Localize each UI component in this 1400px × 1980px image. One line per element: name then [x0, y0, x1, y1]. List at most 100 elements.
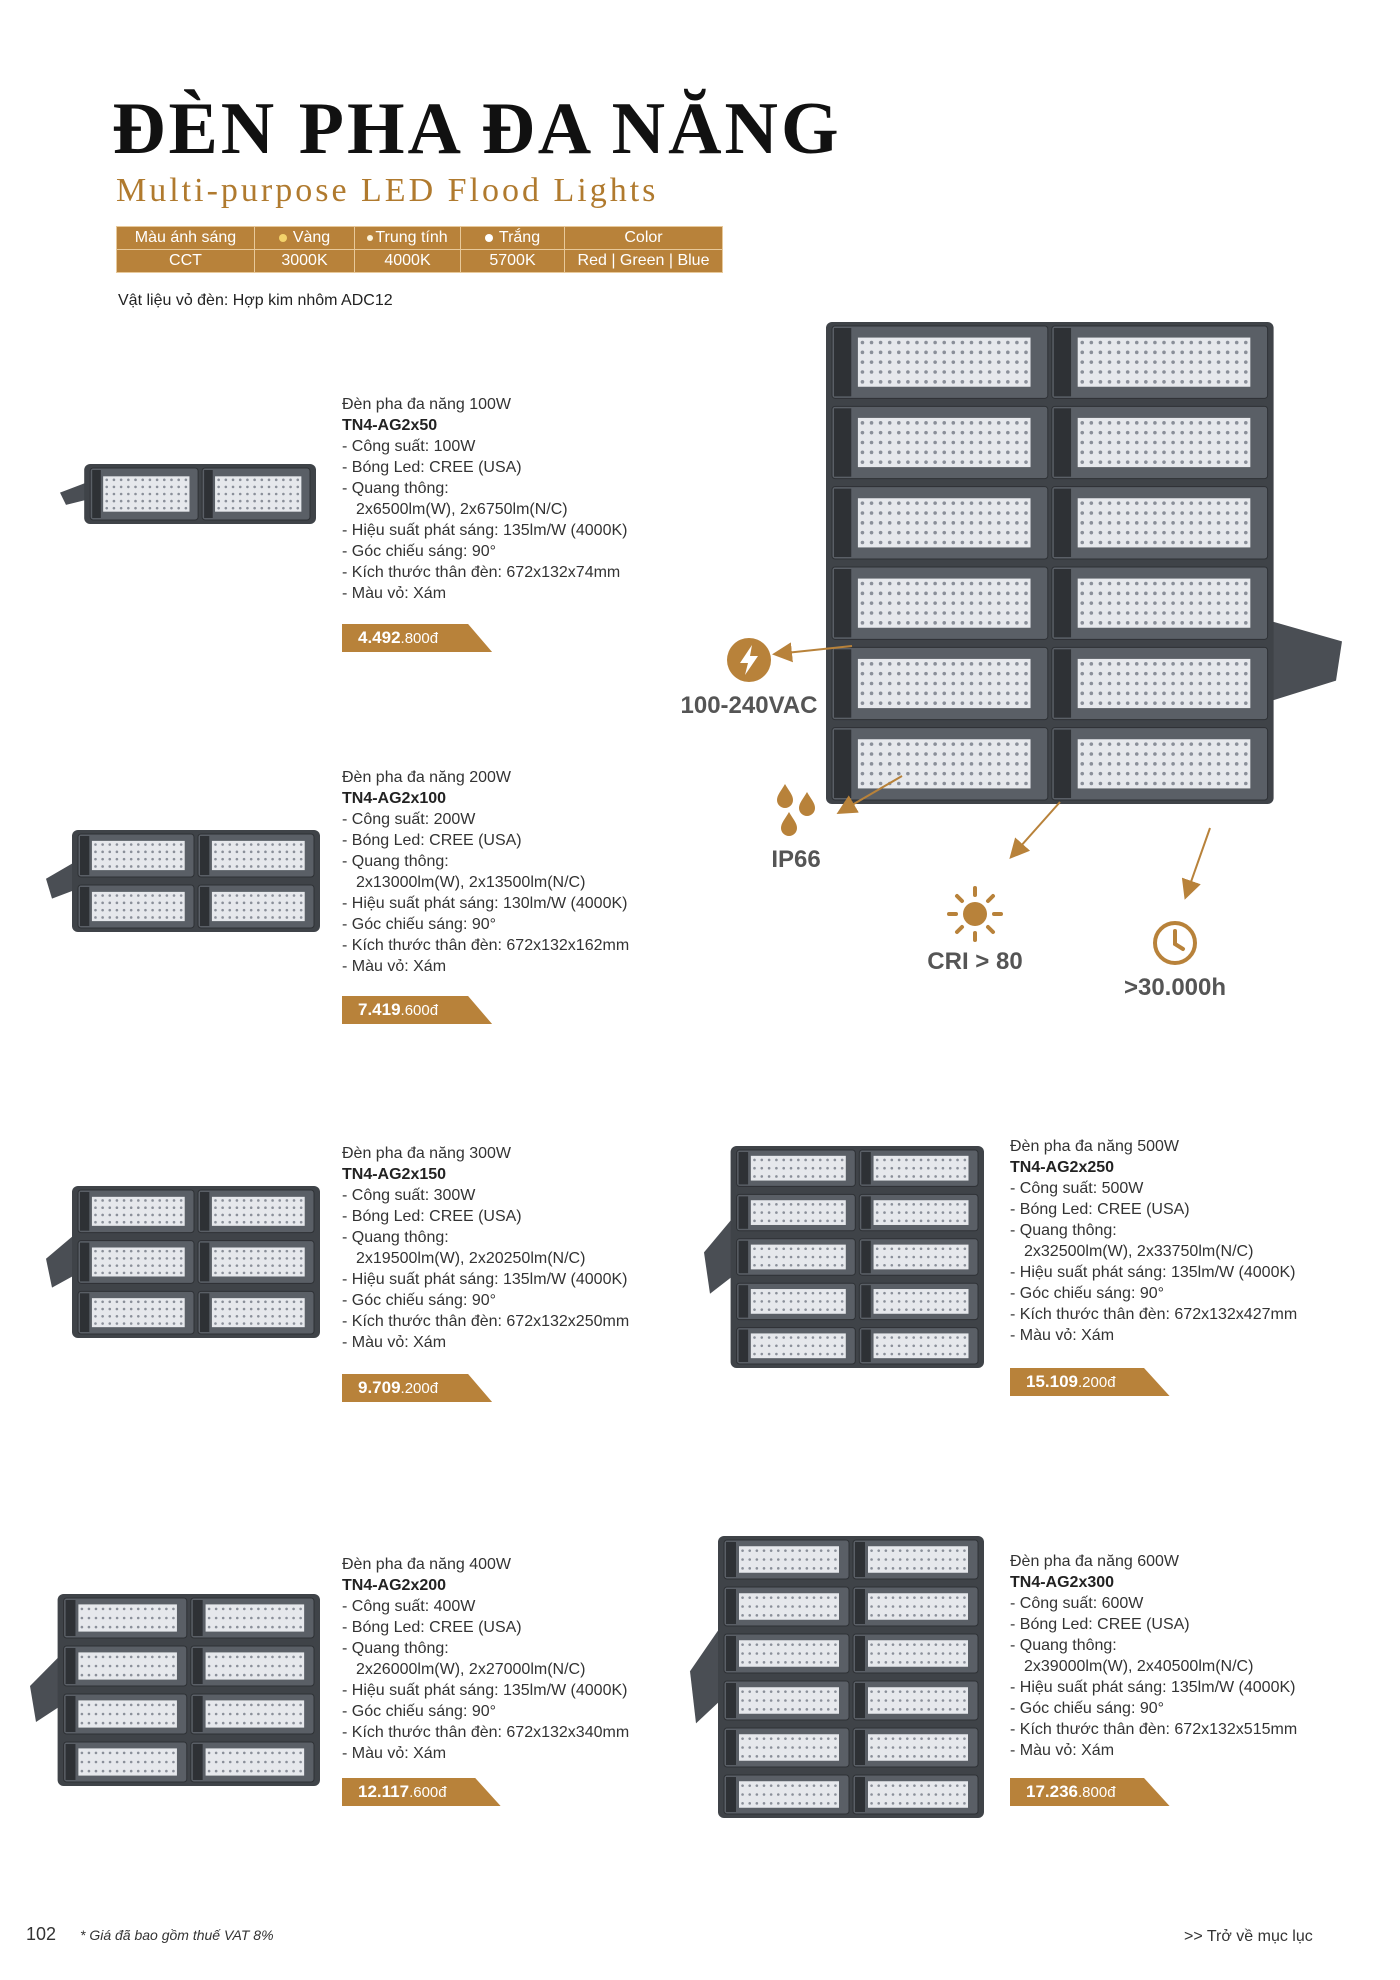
warm-dot-icon	[278, 233, 287, 242]
neutral-dot-icon	[367, 234, 374, 241]
spec-line: - Màu vỏ: Xám	[342, 1334, 447, 1351]
spec-line: - Góc chiếu sáng: 90°	[1010, 1285, 1165, 1302]
spec-line: - Màu vỏ: Xám	[1010, 1327, 1115, 1344]
product-image-100w	[58, 460, 320, 528]
product-name: Đèn pha đa năng 400W	[342, 1556, 512, 1573]
price-tag-100w: 4.492.800đ	[342, 624, 493, 652]
spec-line: - Công suất: 600W	[1010, 1595, 1144, 1612]
spec-line: 2x32500lm(W), 2x33750lm(N/C)	[1024, 1243, 1254, 1260]
lightning-icon	[727, 638, 771, 682]
product-image-600w	[688, 1532, 988, 1822]
spec-line: - Kích thước thân đèn: 672x132x250mm	[342, 1313, 630, 1330]
product-code: TN4-AG2x100	[342, 790, 447, 807]
spec-line: - Kích thước thân đèn: 672x132x427mm	[1010, 1306, 1298, 1323]
product-image-300w	[44, 1182, 324, 1342]
spec-line: - Bóng Led: CREE (USA)	[342, 832, 522, 849]
hero-product-image	[826, 318, 1346, 808]
spec-line: - Quang thông:	[342, 853, 449, 870]
spec-line: - Kích thước thân đèn: 672x132x340mm	[342, 1724, 630, 1741]
spec-line: - Công suất: 200W	[342, 811, 476, 828]
product-image-200w	[44, 826, 324, 936]
cct-table: Màu ánh sáng Vàng Trung tính Trắng Color…	[116, 226, 723, 273]
spec-line: - Kích thước thân đèn: 672x132x515mm	[1010, 1721, 1298, 1738]
price-tag-200w: 7.419.600đ	[342, 996, 493, 1024]
product-block-500w: Đèn pha đa năng 500W TN4-AG2x250 - Công …	[1010, 1136, 1297, 1346]
spec-line: - Quang thông:	[342, 480, 449, 497]
product-code: TN4-AG2x250	[1010, 1159, 1115, 1176]
price-tag-400w: 12.117.600đ	[342, 1778, 501, 1806]
spec-line: - Hiệu suất phát sáng: 135lm/W (4000K)	[342, 1271, 628, 1288]
arrow-life	[1181, 827, 1211, 900]
feature-cri: CRI > 80	[900, 884, 1050, 976]
spec-line: - Màu vỏ: Xám	[1010, 1742, 1115, 1759]
product-block-400w: Đèn pha đa năng 400W TN4-AG2x200 - Công …	[342, 1554, 629, 1764]
sun-icon	[947, 886, 1003, 942]
cct-4000k: 4000K	[354, 249, 461, 273]
spec-line: - Màu vỏ: Xám	[342, 958, 447, 975]
vat-note: * Giá đã bao gồm thuế VAT 8%	[80, 1927, 274, 1943]
feature-voltage-label: 100-240VAC	[680, 692, 818, 719]
spec-line: 2x19500lm(W), 2x20250lm(N/C)	[356, 1250, 586, 1267]
spec-line: - Hiệu suất phát sáng: 135lm/W (4000K)	[1010, 1264, 1296, 1281]
cct-cell-neutral: Trung tính	[354, 226, 461, 250]
cct-5700k: 5700K	[460, 249, 565, 273]
spec-line: - Công suất: 100W	[342, 438, 476, 455]
spec-line: - Bóng Led: CREE (USA)	[342, 459, 522, 476]
cct-rgb: Red | Green | Blue	[564, 249, 723, 273]
spec-line: - Kích thước thân đèn: 672x132x74mm	[342, 564, 621, 581]
clock-icon	[1153, 921, 1197, 965]
product-image-500w	[702, 1142, 988, 1372]
price-tag-500w: 15.109.200đ	[1010, 1368, 1170, 1396]
product-code: TN4-AG2x300	[1010, 1574, 1115, 1591]
spec-line: - Góc chiếu sáng: 90°	[342, 1703, 497, 1720]
product-block-300w: Đèn pha đa năng 300W TN4-AG2x150 - Công …	[342, 1143, 629, 1353]
spec-line: - Công suất: 500W	[1010, 1180, 1144, 1197]
spec-line: - Màu vỏ: Xám	[342, 1745, 447, 1762]
mount-bracket	[1273, 621, 1342, 701]
cct-label: CCT	[116, 249, 255, 273]
back-to-contents-link[interactable]: >> Trở về mục lục	[1184, 1928, 1313, 1945]
spec-line: 2x39000lm(W), 2x40500lm(N/C)	[1024, 1658, 1254, 1675]
page-number: 102	[26, 1924, 57, 1944]
feature-life: >30.000h	[1100, 918, 1250, 1002]
product-name: Đèn pha đa năng 500W	[1010, 1138, 1180, 1155]
product-name: Đèn pha đa năng 300W	[342, 1145, 512, 1162]
cct-cell-white: Trắng	[460, 226, 565, 250]
spec-line: - Kích thước thân đèn: 672x132x162mm	[342, 937, 630, 954]
product-code: TN4-AG2x200	[342, 1577, 447, 1594]
page-subtitle: Multi-purpose LED Flood Lights	[116, 172, 659, 209]
spec-line: - Hiệu suất phát sáng: 130lm/W (4000K)	[342, 895, 628, 912]
cct-3000k: 3000K	[254, 249, 355, 273]
spec-line: - Quang thông:	[1010, 1637, 1117, 1654]
product-image-400w	[28, 1590, 324, 1790]
page-title: ĐÈN PHA ĐA NĂNG	[112, 88, 842, 170]
spec-line: 2x6500lm(W), 2x6750lm(N/C)	[356, 501, 568, 518]
arrow-cri	[1009, 801, 1061, 859]
spec-line: - Góc chiếu sáng: 90°	[342, 1292, 497, 1309]
spec-line: - Quang thông:	[1010, 1222, 1117, 1239]
spec-line: - Góc chiếu sáng: 90°	[342, 543, 497, 560]
product-block-200w: Đèn pha đa năng 200W TN4-AG2x100 - Công …	[342, 767, 629, 977]
spec-line: - Quang thông:	[342, 1229, 449, 1246]
spec-line: - Công suất: 400W	[342, 1598, 476, 1615]
spec-line: - Bóng Led: CREE (USA)	[1010, 1201, 1190, 1218]
spec-line: - Bóng Led: CREE (USA)	[1010, 1616, 1190, 1633]
spec-line: - Hiệu suất phát sáng: 135lm/W (4000K)	[342, 1682, 628, 1699]
material-note: Vật liệu vỏ đèn: Hợp kim nhôm ADC12	[118, 292, 393, 309]
spec-line: - Góc chiếu sáng: 90°	[1010, 1700, 1165, 1717]
cct-cell-color: Color	[564, 226, 723, 250]
spec-line: - Bóng Led: CREE (USA)	[342, 1619, 522, 1636]
spec-line: - Hiệu suất phát sáng: 135lm/W (4000K)	[1010, 1679, 1296, 1696]
light-housing	[57, 1594, 320, 1786]
spec-line: - Bóng Led: CREE (USA)	[342, 1208, 522, 1225]
feature-life-label: >30.000h	[1123, 974, 1227, 1001]
spec-line: - Góc chiếu sáng: 90°	[342, 916, 497, 933]
product-code: TN4-AG2x150	[342, 1166, 447, 1183]
cct-header-label: Màu ánh sáng	[116, 226, 255, 250]
product-name: Đèn pha đa năng 100W	[342, 396, 512, 413]
product-block-100w: Đèn pha đa năng 100W TN4-AG2x50 - Công s…	[342, 394, 627, 604]
spec-line: - Công suất: 300W	[342, 1187, 476, 1204]
spec-line: - Hiệu suất phát sáng: 135lm/W (4000K)	[342, 522, 628, 539]
water-drops-icon	[777, 784, 815, 836]
spec-line: 2x26000lm(W), 2x27000lm(N/C)	[356, 1661, 586, 1678]
